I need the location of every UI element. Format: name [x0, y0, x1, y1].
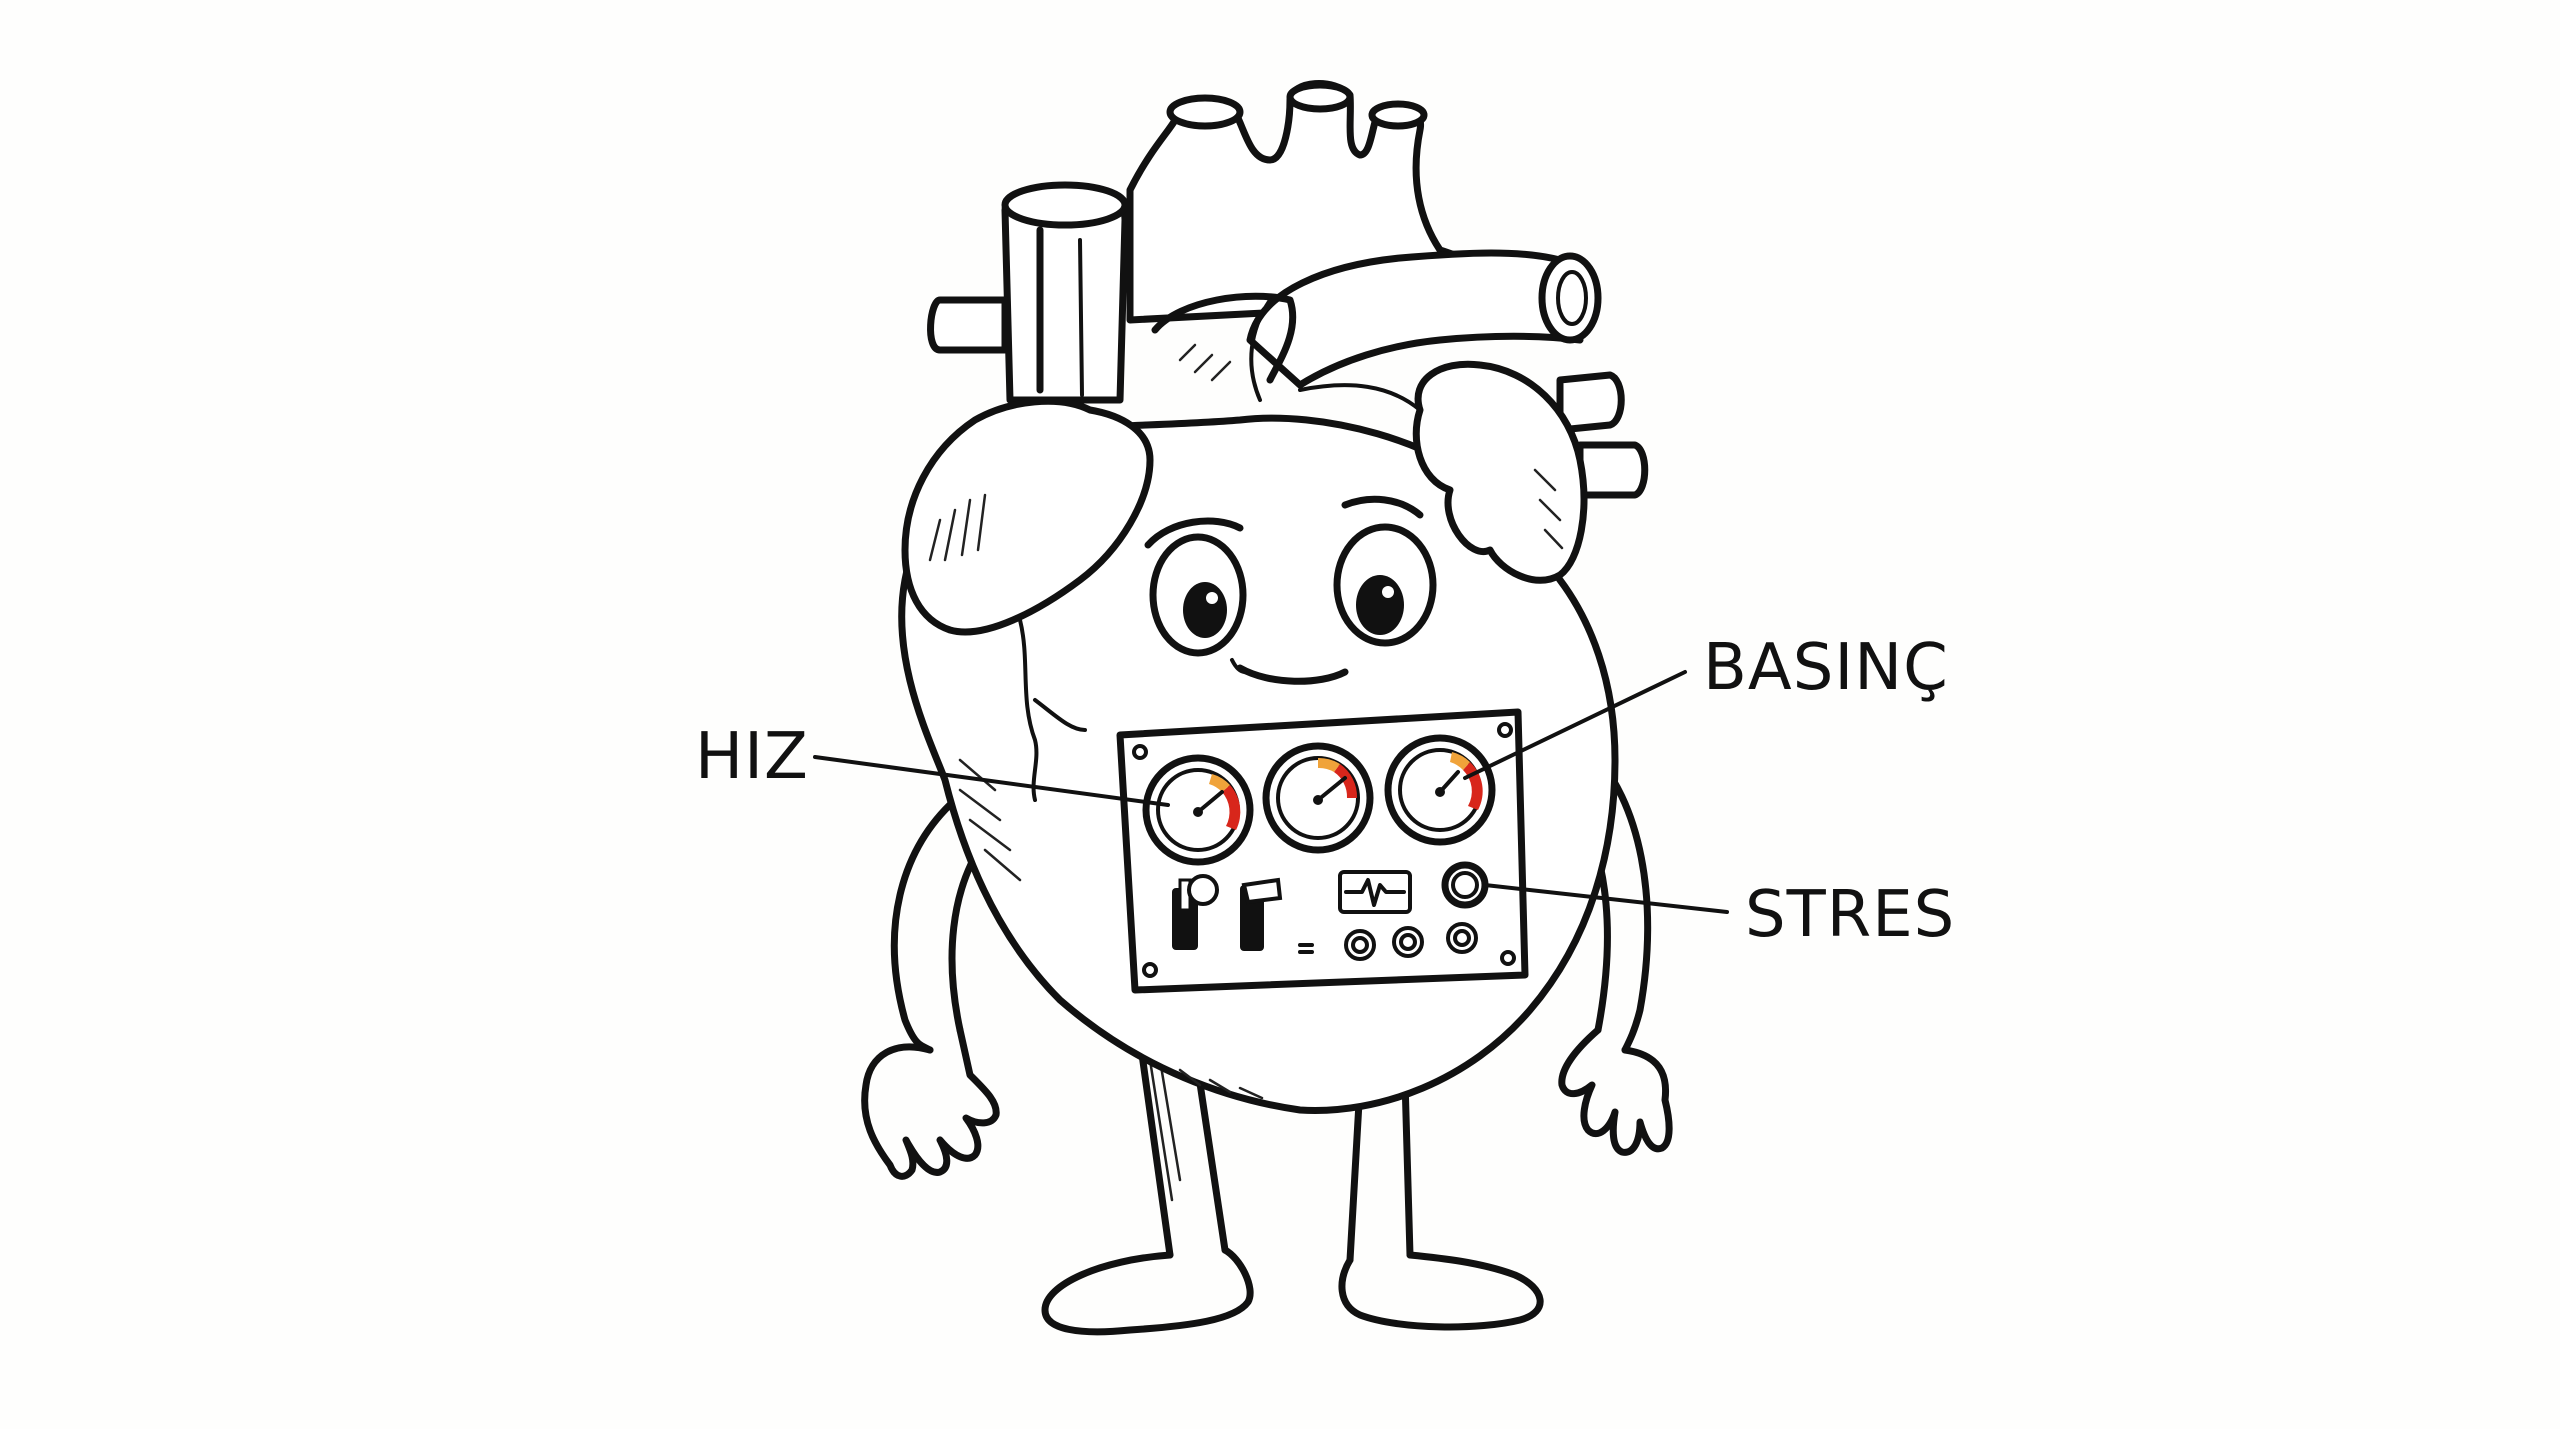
pressure-gauge [1384, 734, 1496, 846]
middle-gauge [1262, 742, 1374, 854]
stress-leader-line [1483, 883, 1729, 914]
control-panel [1116, 708, 1529, 994]
levers [1172, 874, 1314, 954]
leader-lines [813, 670, 1729, 914]
stress-label: STRES [1745, 878, 1956, 952]
pulse-monitor [1338, 870, 1412, 914]
pressure-leader-line [1463, 670, 1687, 780]
speed-leader-line [813, 755, 1170, 807]
panel-buttons [1344, 922, 1478, 961]
speed-label: HIZ [695, 720, 809, 794]
arms [861, 746, 1673, 1180]
speed-gauge [1142, 754, 1254, 866]
face [1144, 495, 1437, 685]
stress-knob [1441, 861, 1489, 909]
pressure-label: BASINÇ [1703, 631, 1949, 705]
